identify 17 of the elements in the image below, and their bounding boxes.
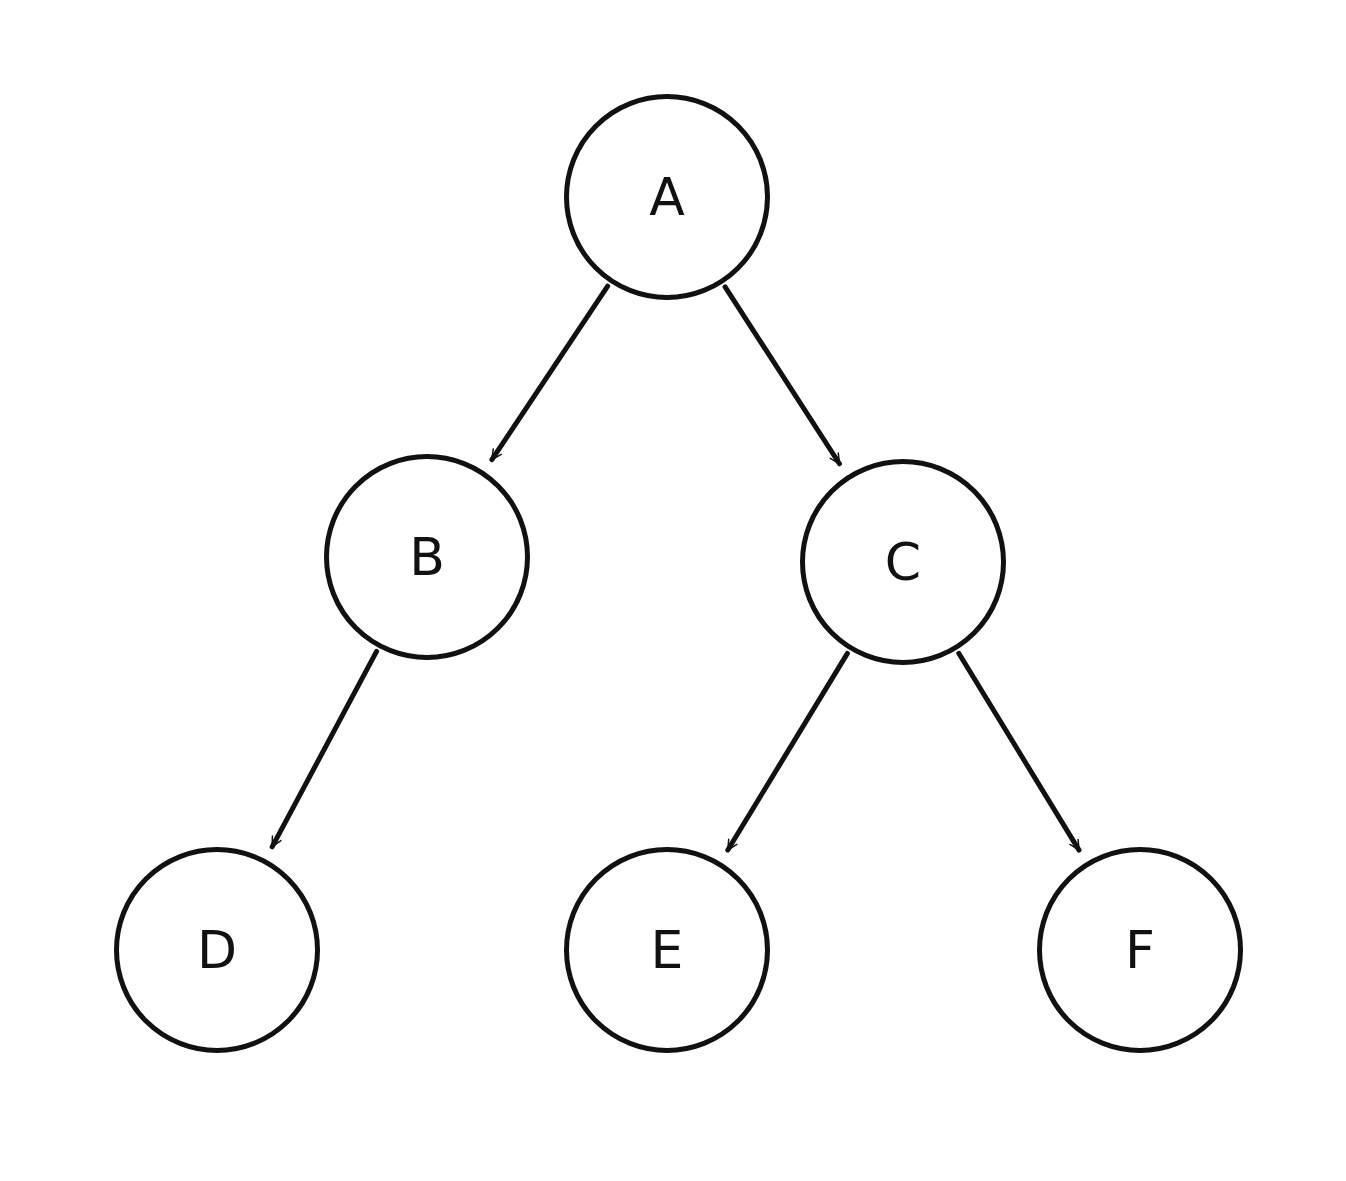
arrow [725, 650, 850, 853]
arrow [269, 648, 380, 850]
node-circle [800, 459, 1006, 665]
node-label: F [1125, 924, 1155, 976]
node-label: B [409, 531, 445, 583]
node-label: D [196, 924, 237, 976]
node-circle [114, 847, 320, 1053]
node-label: A [649, 171, 685, 223]
arrow [489, 283, 611, 463]
arrow [722, 284, 842, 467]
node-label: E [650, 924, 684, 976]
node-circle [1037, 847, 1243, 1053]
arrow [956, 650, 1082, 853]
node-circle [564, 94, 770, 300]
node-circle [324, 454, 530, 660]
node-circle [564, 847, 770, 1053]
node-label: C [884, 536, 922, 588]
